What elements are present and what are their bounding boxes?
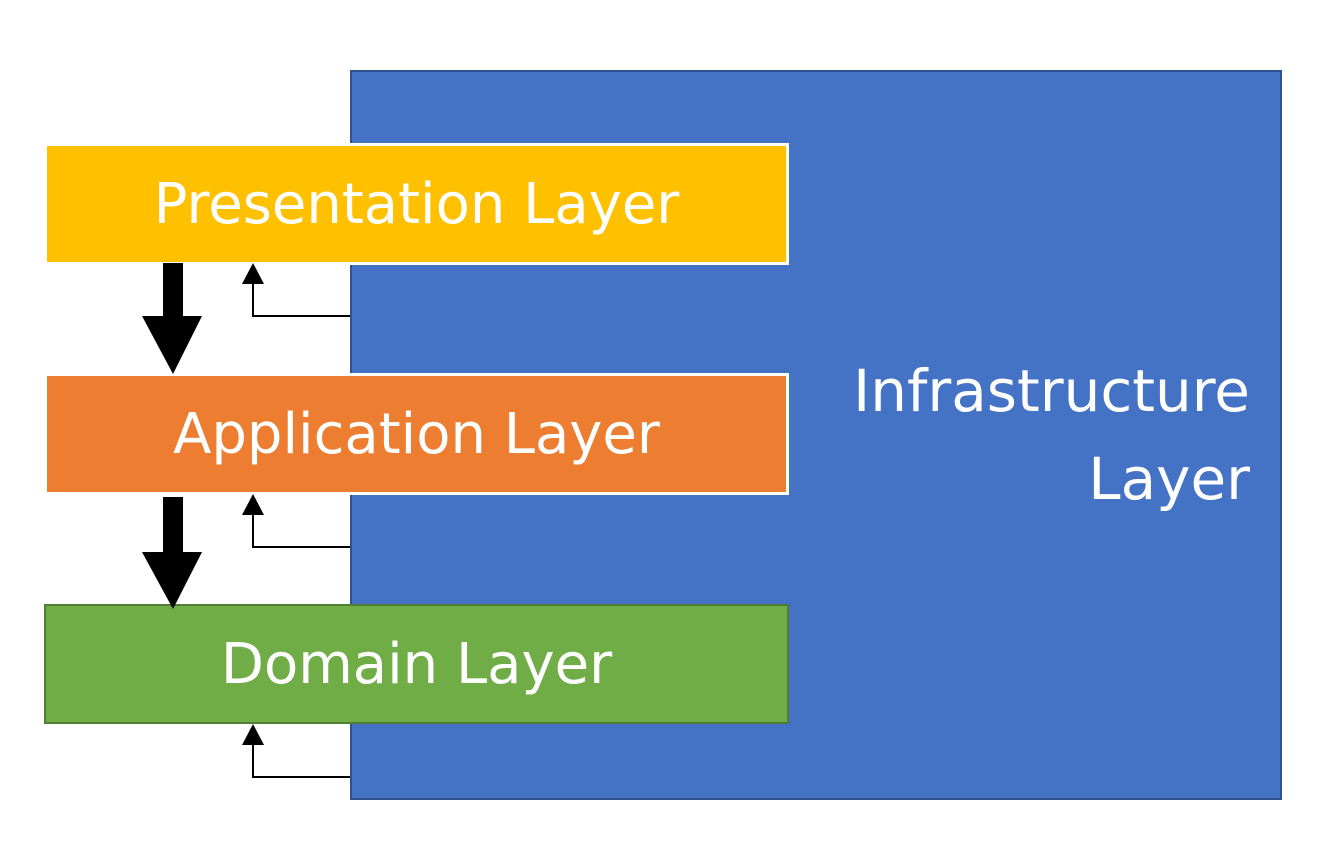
domain-layer-box: Domain Layer — [44, 604, 789, 724]
application-layer-box: Application Layer — [44, 373, 789, 495]
presentation-arrowhead-icon — [242, 263, 264, 284]
application-to-domain-arrow — [142, 497, 202, 609]
domain-arrowhead-icon — [242, 724, 264, 745]
infrastructure-to-domain-arrow — [252, 742, 350, 778]
infrastructure-to-application-arrow — [252, 513, 350, 548]
infrastructure-to-presentation-arrow — [252, 282, 350, 317]
application-arrowhead-icon — [242, 494, 264, 515]
domain-layer-label: Domain Layer — [220, 631, 613, 697]
application-layer-label: Application Layer — [173, 401, 660, 467]
presentation-layer-label: Presentation Layer — [153, 171, 680, 237]
presentation-layer-box: Presentation Layer — [44, 143, 789, 265]
presentation-to-application-arrow — [142, 263, 202, 374]
infrastructure-layer-label: Infrastructure Layer — [853, 357, 1250, 513]
